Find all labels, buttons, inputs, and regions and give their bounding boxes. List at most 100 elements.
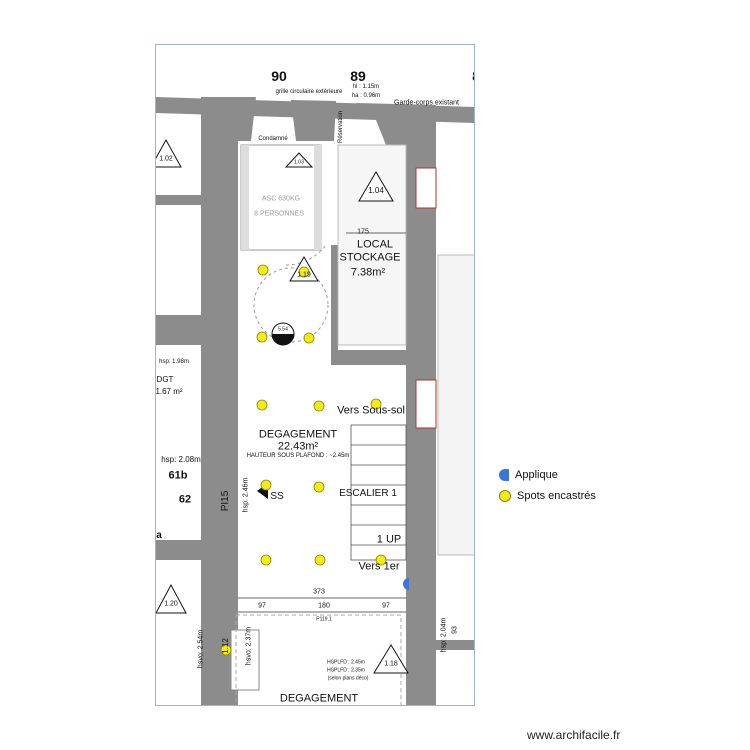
- floor-plan: 90 89 8 hl : 1.15m ha : 0.96m grille cir…: [155, 44, 475, 706]
- storage-dim: 175: [357, 228, 369, 236]
- spot-icon: [499, 490, 511, 502]
- room-number: a: [156, 530, 162, 541]
- spot-light: [256, 399, 268, 411]
- spots: [220, 264, 387, 656]
- vers-sous-sol: Vers Sous-sol: [337, 404, 405, 417]
- door-ref: P119.1: [316, 616, 332, 623]
- spot-light: [260, 479, 272, 491]
- storage-name: STOCKAGE: [339, 251, 401, 264]
- window-hl: hl : 1.15m: [352, 84, 380, 90]
- wall-top-block: [201, 97, 256, 141]
- collector: [415, 379, 437, 429]
- applique-icon: [499, 469, 509, 481]
- spot-light: [313, 481, 325, 493]
- partition-label: PI15: [220, 490, 231, 512]
- wall-left-pillar: [201, 141, 238, 705]
- legend-label: Applique: [515, 469, 558, 481]
- elevator-wall-hatch: [241, 145, 249, 250]
- plan-drawing: [156, 97, 474, 705]
- spot-light: [260, 554, 272, 566]
- triangle-label: 1.19: [297, 271, 311, 279]
- elevator-wall-hatch: [314, 145, 322, 250]
- hatched-area: [437, 254, 474, 556]
- triangle-label: 1.03: [294, 159, 304, 166]
- legend-spots: Spots encastrés: [499, 490, 596, 502]
- wall-left-mid: [156, 315, 201, 345]
- applique-light: [403, 578, 409, 590]
- room-area: 22.43m²: [277, 440, 319, 453]
- reservation-label: Réservation: [338, 110, 344, 144]
- dim-mid: 180: [318, 602, 330, 610]
- vers-1er: Vers 1er: [358, 560, 400, 573]
- storage-area: 7.38m²: [350, 266, 386, 279]
- triangle-1.04: [358, 171, 394, 202]
- triangle-label: 1.04: [368, 186, 384, 195]
- hsplfd-label: HSPLFD : 2.35m: [327, 667, 365, 674]
- wall-top-block: [356, 103, 436, 145]
- spot-light: [313, 400, 325, 412]
- turning-circle: [253, 267, 329, 343]
- triangle-1.03: [284, 152, 314, 168]
- garde-corps-label: Garde-corps existant: [394, 99, 459, 107]
- dim-total: 373: [313, 588, 325, 596]
- triangle-1.18: [373, 644, 409, 674]
- grille-label: grille circulaire extérieure: [275, 89, 343, 95]
- elevator-persons: 8 PERSONNES: [254, 210, 304, 218]
- condamne-label: Condamné: [258, 136, 288, 142]
- tag-label: 5.54: [278, 326, 288, 333]
- dim-right: 97: [382, 602, 390, 610]
- spot-light: [256, 331, 268, 343]
- tag-5.54-lower: [272, 334, 294, 345]
- spot-light: [370, 398, 382, 410]
- door-swing: [285, 244, 327, 266]
- room-number: 90: [271, 68, 287, 84]
- hsvo-label: hsvo: 2.37m: [245, 626, 253, 666]
- window-ha: ha : 0.96m: [351, 93, 381, 99]
- wall-left-outer: [156, 195, 201, 205]
- wall-storage-bottom: [331, 350, 406, 365]
- triangle-label: 1.02: [159, 155, 173, 163]
- dim-side: 93: [451, 626, 459, 634]
- spot-light: [298, 266, 310, 278]
- wall-storage-left: [331, 245, 338, 365]
- spot-light: [257, 264, 269, 276]
- watermark: www.archifacile.fr: [527, 728, 621, 742]
- dgt-area: 1.67 m²: [155, 387, 183, 396]
- hsp-label: hsp: 2.46m: [242, 477, 250, 513]
- ceiling-height: HAUTEUR SOUS PLAFOND : ~2.45m: [246, 453, 350, 459]
- wall-top-block: [291, 100, 336, 141]
- room-name: DEGAGEMENT: [279, 692, 359, 705]
- room-number: 61b: [168, 469, 188, 482]
- storage-name: LOCAL: [356, 238, 394, 251]
- up-label: 1 UP: [376, 533, 402, 546]
- room-name: DEGAGEMENT: [258, 428, 338, 441]
- triangle-1.20: [156, 583, 187, 614]
- triangle-label: 1.20: [164, 600, 178, 608]
- wall-left-low: [156, 540, 238, 560]
- spot-light: [220, 644, 232, 656]
- dimension-lines: [238, 232, 406, 613]
- collector: [415, 167, 437, 209]
- room-number: 89: [350, 68, 366, 84]
- elevator-capacity: ASC 630KG: [261, 195, 301, 203]
- ss-label: SS: [270, 491, 284, 502]
- dgt-name: DGT: [156, 375, 174, 384]
- spot-light: [303, 332, 315, 344]
- dgt-hsp: hsp: 1.98m: [159, 359, 189, 365]
- dim-left: 97: [258, 602, 266, 610]
- spot-light: [314, 554, 326, 566]
- triangle-label: 1.18: [384, 660, 398, 668]
- spot-light: [375, 554, 387, 566]
- hsp-label: hsp: 2.08m: [161, 455, 201, 464]
- legend-applique: Applique: [499, 469, 558, 481]
- hsvo-label: hsvo: 2.54m: [197, 629, 205, 669]
- wall-right-bottom: [406, 640, 474, 650]
- triangle-1.02: [156, 138, 182, 168]
- staircase-label: ESCALIER 1: [339, 488, 397, 499]
- room-number: 62: [178, 493, 192, 506]
- hsp-label: hsp: 2.04m: [440, 617, 448, 653]
- selon-label: (selon plans déco): [327, 675, 369, 682]
- legend-label: Spots encastrés: [517, 490, 596, 502]
- hsplfd-label: HSPLFD : 2.45m: [327, 659, 365, 666]
- tag-label: 1.12: [221, 638, 230, 654]
